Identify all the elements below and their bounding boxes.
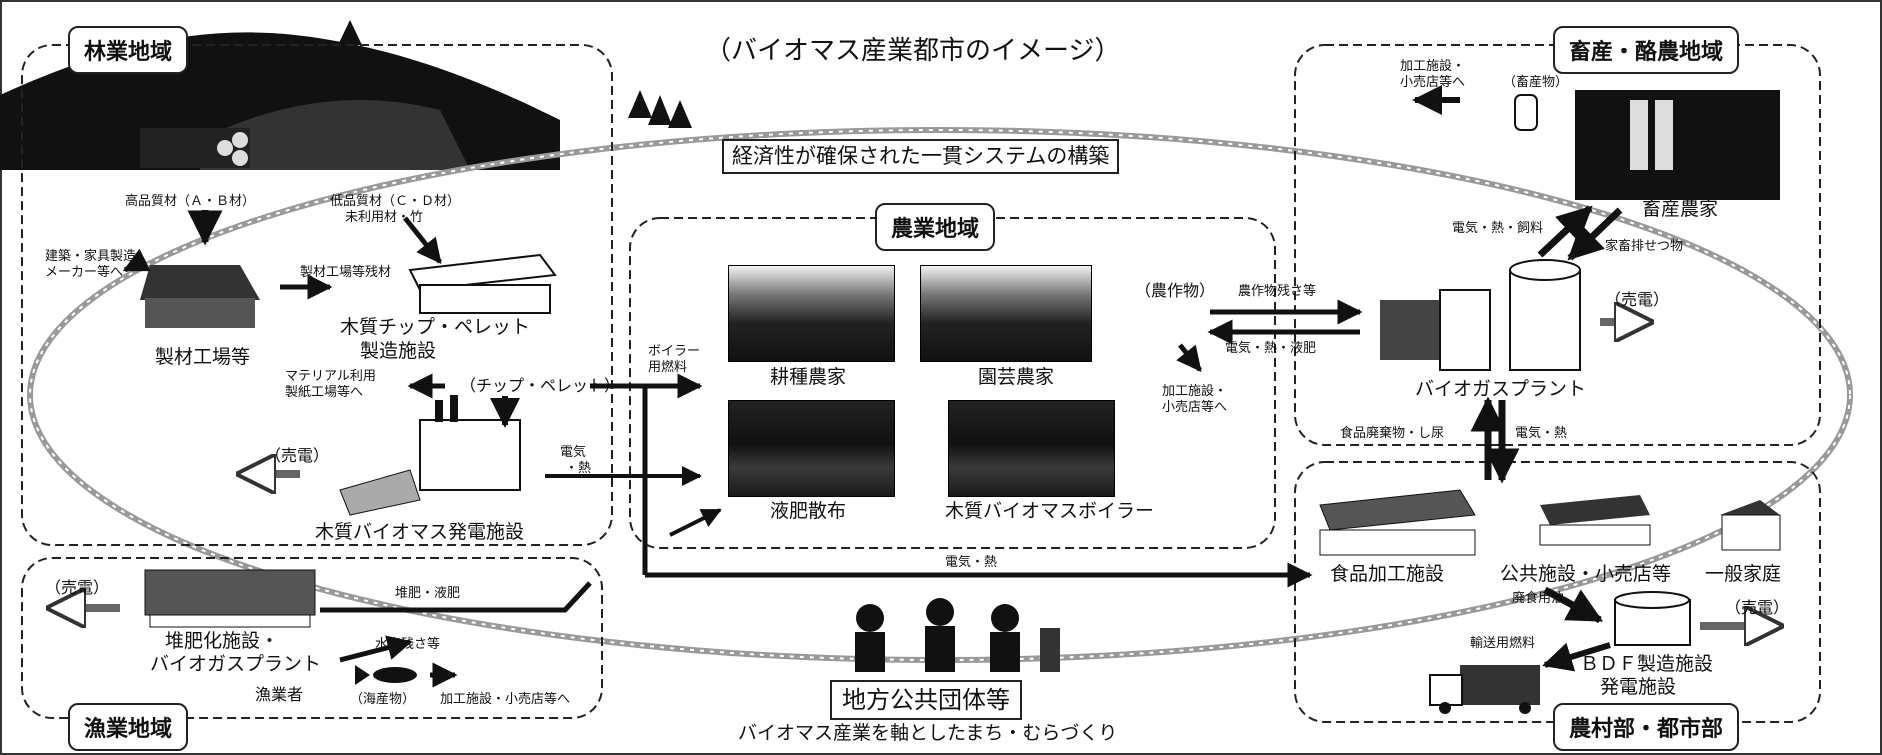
label-chip-plant-2: 製造施設: [360, 340, 437, 362]
label-boiler-fuel-1: ボイラー: [648, 344, 701, 359]
label-construction-1: 建築・家具製造: [45, 249, 137, 264]
label-low-grade-1: 低品質材（Ｃ・Ｄ材）: [330, 194, 461, 209]
label-high-grade: 高品質材（Ａ・Ｂ材）: [125, 194, 256, 209]
label-chip-plant-1: 木質チップ・ペレット: [340, 316, 531, 338]
local-government-banner: 地方公共団体等: [830, 680, 1022, 720]
hill-back: [200, 100, 470, 170]
label-transport-fuel: 輸送用燃料: [1470, 636, 1536, 651]
region-label-forestry: 林業地域: [68, 26, 189, 74]
region-label-fishery: 漁業地域: [68, 703, 189, 751]
public-building: [1539, 495, 1651, 546]
label-construction-2: メーカー等へ: [45, 265, 124, 280]
biogas-plant: [1380, 259, 1581, 371]
food-plant-building: [1319, 489, 1476, 556]
power-plant-building: [339, 395, 521, 516]
liquid-fert-photo: [728, 400, 895, 497]
label-sawmill: 製材工場等: [155, 346, 251, 368]
sawmill-building: [140, 265, 260, 328]
region-label-urban: 農村部・都市部: [1553, 703, 1740, 751]
label-livestock-products: （畜産物）: [1503, 75, 1569, 90]
label-fish-residue: 水産残さ等: [375, 637, 441, 652]
label-bdf-2: 発電施設: [1600, 676, 1677, 698]
label-low-grade-2: 未利用材・竹: [345, 210, 424, 225]
fish-icon: [355, 665, 417, 685]
label-power-plant: 木質バイオマス発電施設: [315, 521, 525, 543]
label-waste-oil: 廃食用油: [1512, 591, 1565, 606]
label-fisher: 漁業者: [255, 685, 304, 704]
milk-bottle-icon: [1514, 94, 1538, 131]
label-compost-fert: 堆肥・液肥: [395, 586, 461, 601]
label-sell-power-forestry: （売電）: [265, 446, 330, 465]
label-agri-processing-2: 小売店等へ: [1162, 400, 1228, 415]
label-elec-heat-2: ・熱: [565, 461, 592, 476]
wood-boiler-photo: [948, 400, 1115, 497]
label-crop-residue: 農作物残さ等: [1238, 284, 1317, 299]
label-farm-horticulture: 園芸農家: [978, 366, 1055, 388]
label-biogas-plant: バイオガスプラント: [1415, 378, 1587, 400]
region-label-agriculture: 農業地域: [875, 203, 996, 251]
label-bdf-1: ＢＤＦ製造施設: [1580, 653, 1714, 675]
label-urban-sell-power: （売電）: [1725, 598, 1790, 617]
label-elec-heat-feed: 電気・熱・飼料: [1452, 221, 1544, 236]
region-label-livestock: 畜産・酪農地域: [1553, 26, 1740, 74]
label-elec-heat-fert: 電気・熱・液肥: [1225, 341, 1317, 356]
label-chip-pellet: （チップ・ペレット）: [460, 376, 621, 395]
barn-building: [1575, 90, 1780, 200]
label-livestock-sell-power: （売電）: [1605, 290, 1670, 309]
bottom-caption: バイオマス産業を軸としたまち・むらづくり: [738, 722, 1118, 744]
label-agri-processing-1: 加工施設・: [1162, 384, 1228, 399]
urban-region: [1294, 461, 1821, 723]
conifer-trees: [115, 20, 692, 128]
label-compost-1: 堆肥化施設・: [165, 630, 280, 652]
house-icon: [1720, 500, 1781, 551]
log-pile: [140, 128, 250, 168]
system-banner: 経済性が確保された一貫システムの構築: [722, 139, 1120, 174]
fishery-region: [21, 557, 603, 719]
label-household: 一般家庭: [1705, 563, 1782, 585]
label-wood-boiler: 木質バイオマスボイラー: [945, 500, 1155, 522]
label-farm-arable: 耕種農家: [770, 366, 847, 388]
label-mill-residue: 製材工場等残材: [300, 265, 392, 280]
label-boiler-fuel-2: 用燃料: [648, 360, 688, 375]
truck-icon: [1429, 665, 1540, 714]
label-material-2: 製紙工場等へ: [285, 385, 364, 400]
handshake-people: [855, 598, 1060, 672]
label-material-1: マテリアル利用: [285, 369, 376, 384]
label-forester: 林業者: [40, 138, 89, 157]
label-elec-heat-1: 電気: [560, 445, 587, 460]
label-public-facility: 公共施設・小売店等: [1500, 563, 1672, 585]
label-fishery-sell-power: （売電）: [45, 578, 110, 597]
arable-farm-photo: [728, 265, 895, 362]
label-seafood: （海産物）: [350, 692, 416, 707]
label-livestock-farmer: 畜産農家: [1642, 198, 1719, 220]
label-fishery-processing: 加工施設・小売店等へ: [440, 692, 571, 707]
label-crops: （農作物）: [1135, 281, 1216, 300]
label-livestock-processing-1: 加工施設・: [1400, 59, 1466, 74]
agriculture-region: [629, 217, 1276, 549]
label-manure: 家畜排せつ物: [1605, 239, 1684, 254]
label-compost-2: バイオガスプラント: [150, 653, 322, 675]
label-food-plant: 食品加工施設: [1330, 563, 1445, 585]
horticulture-farm-photo: [920, 265, 1092, 362]
bdf-tank: [1614, 591, 1691, 646]
label-urban-elec-heat: 電気・熱: [945, 555, 998, 570]
label-livestock-elec-heat: 電気・熱: [1515, 426, 1568, 441]
label-liquid-fert: 液肥散布: [770, 500, 847, 522]
label-food-waste: 食品廃棄物・し尿: [1340, 426, 1445, 441]
compost-facility: [144, 569, 316, 628]
diagram-title: （バイオマス産業都市のイメージ）: [705, 36, 1121, 66]
label-livestock-processing-2: 小売店等へ: [1400, 75, 1466, 90]
chip-plant-building: [408, 253, 557, 314]
